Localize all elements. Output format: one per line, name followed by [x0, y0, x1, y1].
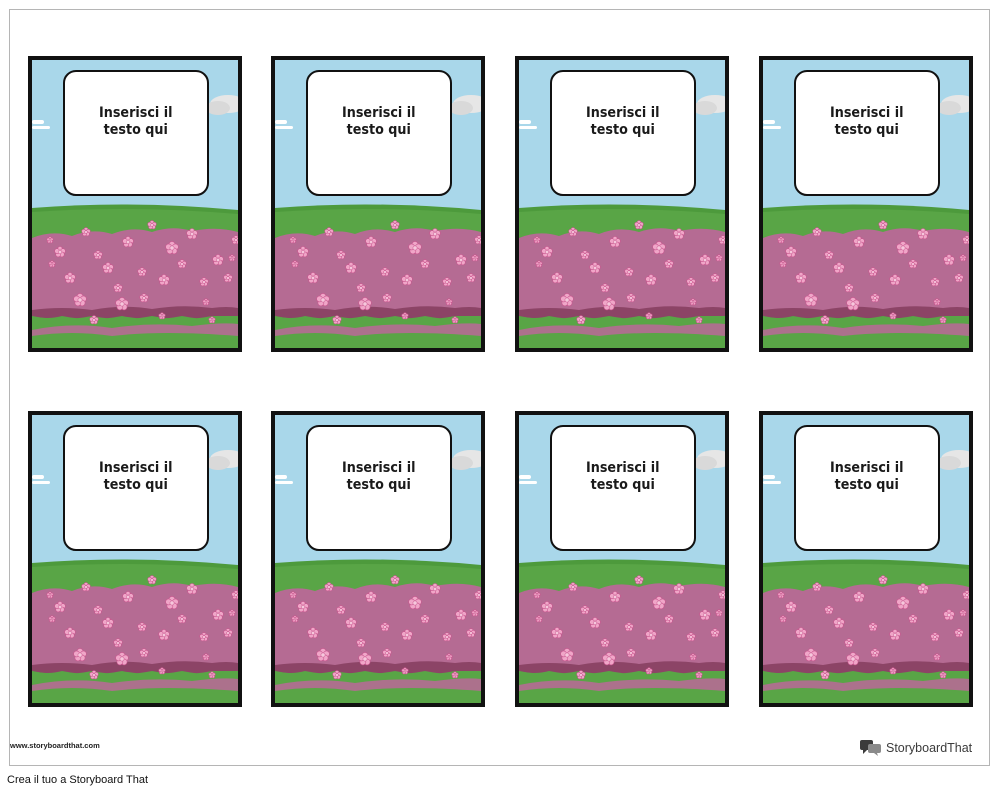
card-text-box[interactable]: Inserisci il testo qui [550, 70, 696, 196]
card-4[interactable]: Inserisci il testo qui [759, 56, 973, 352]
worksheet-page: Inserisci il testo qui Inserisci il test… [9, 9, 990, 766]
card-text-box[interactable]: Inserisci il testo qui [63, 425, 209, 551]
card-5[interactable]: Inserisci il testo qui [28, 411, 242, 707]
speech-bubbles-icon [860, 740, 881, 756]
card-text-box[interactable]: Inserisci il testo qui [306, 70, 452, 196]
card-text: Inserisci il testo qui [99, 105, 173, 138]
card-text-box[interactable]: Inserisci il testo qui [794, 70, 940, 196]
card-2[interactable]: Inserisci il testo qui [271, 56, 485, 352]
card-text-box[interactable]: Inserisci il testo qui [550, 425, 696, 551]
card-text: Inserisci il testo qui [99, 460, 173, 493]
card-text: Inserisci il testo qui [342, 105, 416, 138]
card-8[interactable]: Inserisci il testo qui [759, 411, 973, 707]
card-3[interactable]: Inserisci il testo qui [515, 56, 729, 352]
card-text: Inserisci il testo qui [830, 460, 904, 493]
card-text-box[interactable]: Inserisci il testo qui [63, 70, 209, 196]
storyboardthat-logo[interactable]: StoryboardThat [860, 739, 972, 757]
create-your-own-link[interactable]: Crea il tuo a Storyboard That [7, 774, 149, 786]
card-text-box[interactable]: Inserisci il testo qui [306, 425, 452, 551]
card-text: Inserisci il testo qui [586, 105, 660, 138]
card-text: Inserisci il testo qui [586, 460, 660, 493]
card-6[interactable]: Inserisci il testo qui [271, 411, 485, 707]
brand-name: StoryboardThat [886, 741, 973, 755]
card-text-box[interactable]: Inserisci il testo qui [794, 425, 940, 551]
card-1[interactable]: Inserisci il testo qui [28, 56, 242, 352]
card-text: Inserisci il testo qui [342, 460, 416, 493]
card-text: Inserisci il testo qui [830, 105, 904, 138]
watermark-url: www.storyboardthat.com [10, 741, 100, 750]
meadow-scene [32, 415, 238, 703]
card-7[interactable]: Inserisci il testo qui [515, 411, 729, 707]
